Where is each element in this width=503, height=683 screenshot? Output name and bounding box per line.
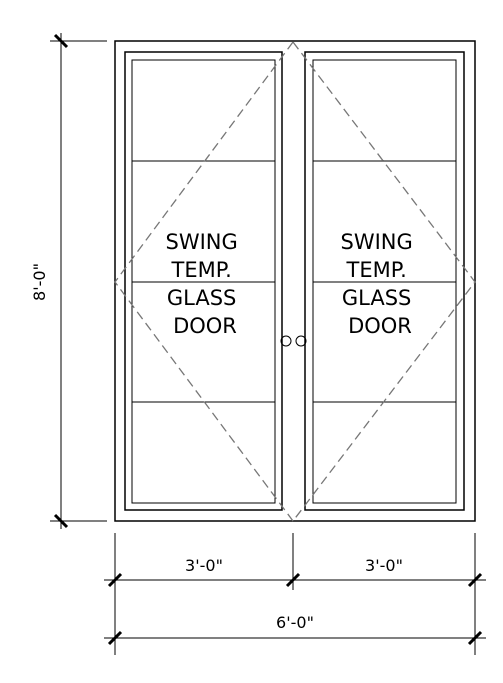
height-dimension-label: 8'-0" bbox=[30, 263, 49, 301]
right-width-label: 3'-0" bbox=[365, 556, 403, 575]
left-width-label: 3'-0" bbox=[185, 556, 223, 575]
right-door-label-line-2: TEMP. bbox=[346, 258, 407, 282]
total-width-tick-left bbox=[107, 630, 123, 646]
total-width-tick-right bbox=[467, 630, 483, 646]
left-door-label-line-4: DOOR bbox=[173, 314, 237, 338]
right-door-swing-indicator bbox=[292, 41, 476, 522]
right-door-handle bbox=[295, 335, 307, 347]
right-door-label-line-4: DOOR bbox=[348, 314, 412, 338]
left-door-panel bbox=[114, 41, 294, 522]
outer-frame bbox=[114, 40, 476, 522]
left-door-label: SWING TEMP. GLASS DOOR bbox=[166, 230, 245, 338]
right-door-panel bbox=[292, 41, 476, 522]
height-tick-bottom bbox=[53, 513, 69, 529]
left-door-label-line-1: SWING bbox=[166, 230, 238, 254]
total-width-dimension: 6'-0" bbox=[104, 613, 486, 646]
height-dimension: 8'-0" bbox=[30, 33, 107, 529]
left-door-swing-indicator bbox=[114, 41, 294, 522]
right-door-label-line-1: SWING bbox=[341, 230, 413, 254]
left-door-label-line-3: GLASS bbox=[167, 286, 236, 310]
right-door-label: SWING TEMP. GLASS DOOR bbox=[341, 230, 420, 338]
door-width-tick-left bbox=[107, 572, 123, 588]
height-tick-top bbox=[53, 33, 69, 49]
total-width-label: 6'-0" bbox=[276, 613, 314, 632]
left-door-label-line-2: TEMP. bbox=[171, 258, 232, 282]
left-door-outer-rail bbox=[124, 51, 283, 511]
door-width-tick-center bbox=[285, 572, 301, 588]
right-door-outer-rail bbox=[304, 51, 465, 511]
left-door-handle bbox=[280, 335, 292, 347]
door-width-tick-right bbox=[467, 572, 483, 588]
right-door-label-line-3: GLASS bbox=[342, 286, 411, 310]
door-width-dimensions: 3'-0" 3'-0" bbox=[104, 533, 486, 655]
